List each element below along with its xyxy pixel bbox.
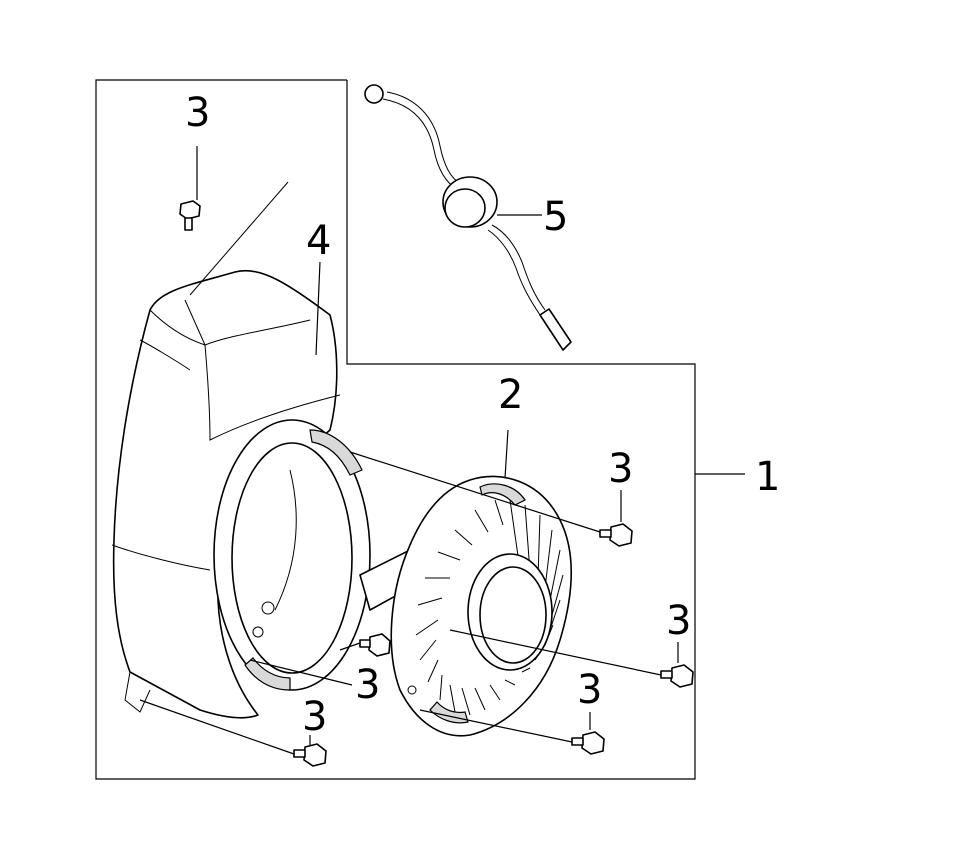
callout-starter-assembly: 2	[498, 372, 523, 418]
assembly-boundary	[95, 79, 696, 780]
starter-part	[359, 475, 573, 737]
leader-lines	[139, 146, 745, 755]
callout-grommet: 5	[543, 194, 568, 240]
callout-bolt-starter-right: 3	[666, 598, 691, 644]
fan-cover-part	[111, 181, 371, 719]
callout-bolt-top: 3	[185, 90, 210, 136]
bolt-starter-lower	[571, 731, 605, 755]
bolt-starter-right	[660, 664, 694, 688]
callout-bolt-starter-lower: 3	[577, 667, 602, 713]
callout-bolt-bottom-left: 3	[302, 694, 327, 740]
bolt-center	[359, 633, 391, 657]
bolt-top	[179, 200, 201, 231]
callout-housing-assembly: 1	[755, 454, 780, 500]
bolt-bottom-left	[293, 743, 327, 767]
callout-fan-cover: 4	[306, 218, 331, 264]
bolt-starter-upper	[599, 523, 633, 547]
callout-bolt-center: 3	[355, 662, 380, 708]
grommet-part	[364, 84, 572, 351]
callout-bolt-starter-upper: 3	[608, 446, 633, 492]
